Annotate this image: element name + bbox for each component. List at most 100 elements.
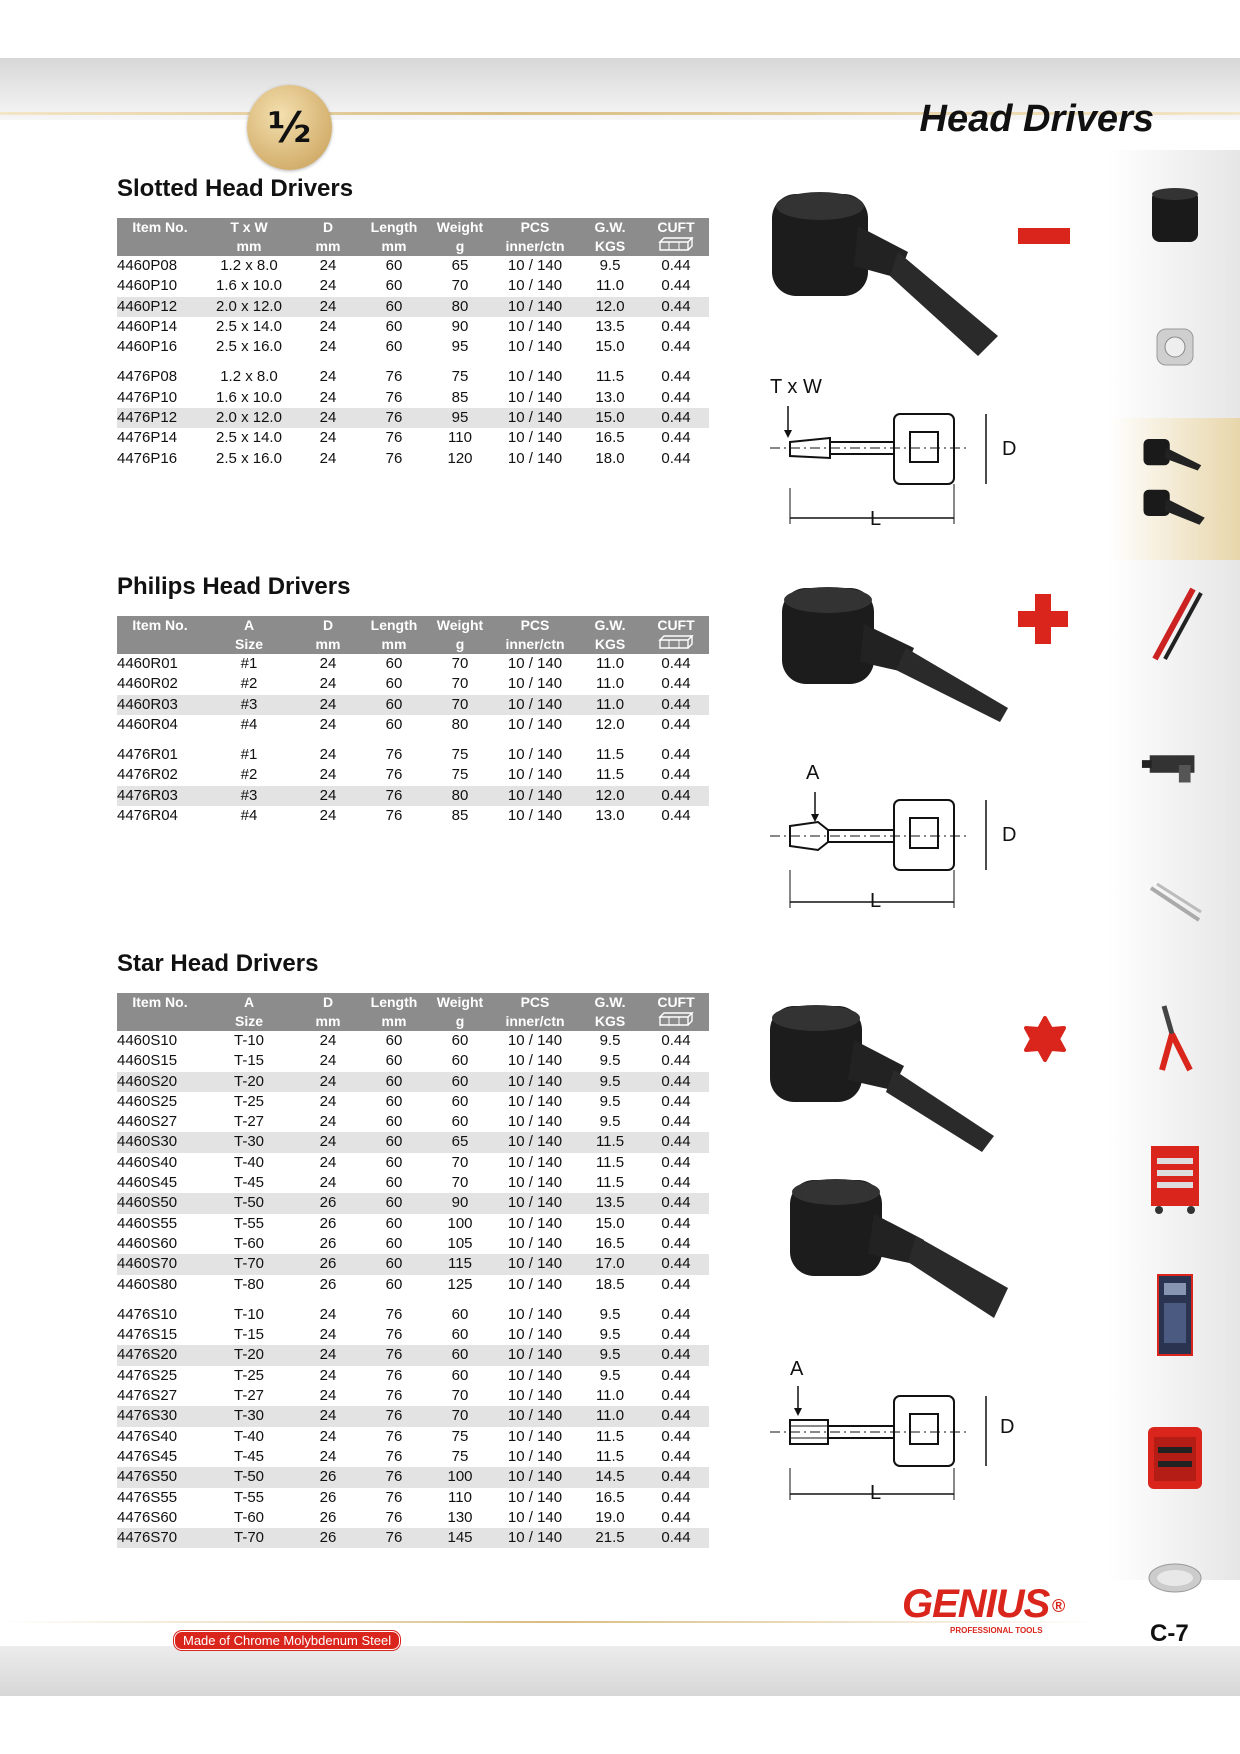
table-cell: 21.5 xyxy=(577,1528,643,1549)
table-cell: 90 xyxy=(451,317,469,335)
table-cell: 75 xyxy=(451,746,469,764)
table-cell: 24 xyxy=(319,1447,337,1465)
table-cell: 0.44 xyxy=(643,1467,709,1488)
table-cell: 0.44 xyxy=(661,429,691,447)
table-cell: 60 xyxy=(361,1132,427,1153)
table-cell: 11.5 xyxy=(595,1174,625,1192)
drive-size-badge: ½ xyxy=(247,85,332,170)
table-cell: 13.5 xyxy=(577,1193,643,1214)
table-cell: 60 xyxy=(385,1052,403,1070)
sidebar-item-screwdrivers[interactable] xyxy=(1140,585,1210,665)
table-cell: 0.44 xyxy=(643,1132,709,1153)
group-spacer xyxy=(117,735,709,745)
table-cell: 75 xyxy=(451,1447,469,1465)
table-cell: 0.44 xyxy=(643,408,709,429)
table-cell: #2 xyxy=(240,766,258,784)
table-cell: 60 xyxy=(451,1366,469,1384)
item-number-cell: 4460S45 xyxy=(117,1174,178,1192)
column-unit: mm xyxy=(295,237,361,256)
table-cell: 11.0 xyxy=(577,1406,643,1427)
brand-name: GENIUS xyxy=(902,1582,1050,1626)
table-cell: 11.5 xyxy=(577,1132,643,1153)
table-cell: 24 xyxy=(319,1052,337,1070)
table-cell: 0.44 xyxy=(661,1214,691,1232)
sidebar-item-air-tools[interactable] xyxy=(1140,730,1210,800)
table-cell: 75 xyxy=(451,766,469,784)
column-unit xyxy=(117,635,203,654)
table-cell: 125 xyxy=(447,1275,473,1293)
table-cell: T-15 xyxy=(233,1052,264,1070)
column-header: A xyxy=(203,993,295,1012)
section-title-star: Star Head Drivers xyxy=(117,950,319,977)
table-cell: 26 xyxy=(295,1528,361,1549)
table-cell: T-20 xyxy=(203,1345,295,1366)
item-number-cell: 4460S10 xyxy=(117,1032,178,1049)
tool-cabinet-icon xyxy=(1151,1146,1199,1214)
page-number: C-7 xyxy=(1150,1620,1189,1647)
table-cell: 24 xyxy=(319,1174,337,1192)
table-cell: 9.5 xyxy=(577,1345,643,1366)
table-cell: 2.0 x 12.0 xyxy=(203,408,295,429)
table-cell: 60 xyxy=(385,257,403,274)
table-cell: 60 xyxy=(385,1113,403,1131)
table-cell: 0.44 xyxy=(643,1071,709,1092)
sidebar-item-impact-sockets[interactable] xyxy=(1140,180,1210,250)
table-cell: 11.0 xyxy=(577,694,643,715)
table-cell: 24 xyxy=(319,257,337,274)
sidebar-item-tool-sets[interactable] xyxy=(1140,1418,1210,1498)
star-label-a: A xyxy=(790,1358,804,1380)
slotted-dimension-diagram xyxy=(770,406,987,524)
table-cell: T-15 xyxy=(233,1326,264,1344)
item-number-cell: 4460S25 xyxy=(117,1092,178,1110)
sidebar-item-pliers[interactable] xyxy=(1140,1000,1210,1075)
sidebar-item-tool-cabinets[interactable] xyxy=(1140,1138,1210,1218)
table-cell: 16.5 xyxy=(595,1234,625,1252)
table-cell: 9.5 xyxy=(577,1071,643,1092)
slotted-minus-icon xyxy=(1018,228,1070,244)
table-cell: 10 / 140 xyxy=(507,257,563,274)
table-cell: 0.44 xyxy=(661,1174,691,1192)
sidebar-item-chrome-sockets[interactable] xyxy=(1140,312,1210,382)
sidebar-item-wrenches[interactable] xyxy=(1140,870,1210,940)
table-cell: 0.44 xyxy=(661,1234,691,1252)
table-cell: 10 / 140 xyxy=(507,429,563,447)
column-header: PCS xyxy=(493,616,577,635)
sidebar-item-tool-boards[interactable] xyxy=(1140,1270,1210,1360)
item-number-cell: 4460S15 xyxy=(117,1052,178,1070)
table-cell: 24 xyxy=(295,694,361,715)
table-cell: 60 xyxy=(451,1052,469,1070)
column-unit: g xyxy=(427,237,493,256)
table-cell: 10 / 140 xyxy=(493,1071,577,1092)
table-cell: 60 xyxy=(427,1071,493,1092)
column-header: CUFT xyxy=(643,993,709,1012)
philips-dimension-diagram xyxy=(770,792,987,908)
table-cell: 10 / 140 xyxy=(507,1305,563,1323)
column-unit: g xyxy=(427,635,493,654)
column-unit: KGS xyxy=(577,1012,643,1031)
table-cell: 60 xyxy=(385,1092,403,1110)
sidebar-item-magnetic-trays[interactable] xyxy=(1140,1548,1210,1608)
table-cell: 10 / 140 xyxy=(493,1254,577,1275)
table-cell: 80 xyxy=(451,715,469,733)
sidebar-item-head-drivers[interactable] xyxy=(1140,425,1210,550)
table-cell: 24 xyxy=(319,807,337,825)
table-cell: 24 xyxy=(295,1345,361,1366)
table-cell: 24 xyxy=(319,675,337,693)
item-number-cell: 4460S30 xyxy=(117,1132,203,1153)
drive-size-label: ½ xyxy=(267,103,312,152)
item-number-cell: 4460R03 xyxy=(117,694,203,715)
table-cell: 0.44 xyxy=(661,1427,691,1445)
table-cell: 13.0 xyxy=(595,807,625,825)
item-number-cell: 4476S30 xyxy=(117,1406,203,1427)
column-unit: mm xyxy=(361,635,427,654)
philips-cross-icon xyxy=(1018,594,1068,644)
item-number-cell: 4460R04 xyxy=(117,715,178,733)
